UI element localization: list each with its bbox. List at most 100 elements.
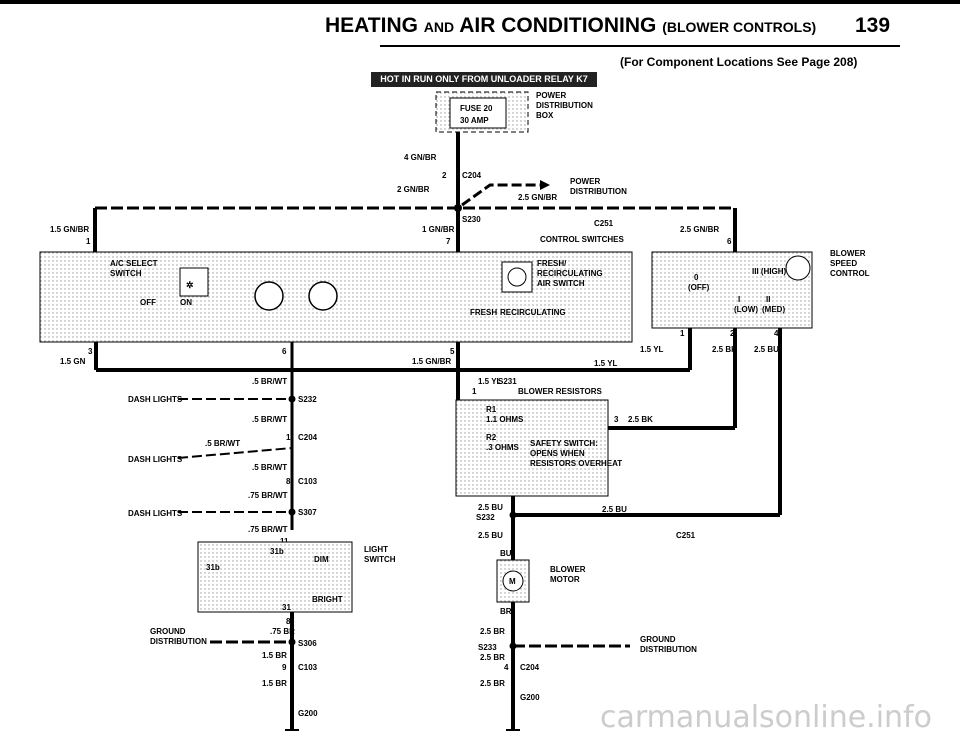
wire-25bk2: 2.5 BK (628, 415, 653, 424)
off-label: OFF (140, 298, 156, 307)
bm1: BLOWER (550, 565, 586, 574)
br15a: 1.5 BR (262, 651, 287, 660)
snowflake-icon: ✲ (186, 280, 194, 290)
g200b: G200 (520, 693, 540, 702)
pin-8b: 8 (286, 617, 291, 626)
br5c: .5 BR/WT (205, 439, 240, 448)
page-number: 139 (855, 14, 891, 37)
gnd3: GROUND (640, 635, 676, 644)
blower-resistors-box (455, 399, 609, 497)
br25b: 2.5 BR (480, 653, 505, 662)
motor-m: M (509, 577, 516, 586)
c204b: C204 (298, 433, 318, 442)
w25bu4: 2.5 BU (478, 531, 503, 540)
c251-top: C251 (594, 219, 614, 228)
wire-2gnbr: 2 GN/BR (397, 185, 430, 194)
wire-25gnbr-right: 2.5 GN/BR (680, 225, 719, 234)
gnd1: GROUND (150, 627, 186, 636)
gnd4: DISTRIBUTION (640, 645, 697, 654)
recirc-indicator (501, 261, 533, 293)
s306: S306 (298, 639, 317, 648)
pin-6b: 6 (282, 347, 287, 356)
recirc-pos: RECIRCULATING (500, 308, 566, 317)
bright: BRIGHT (312, 595, 343, 604)
watermark: carmanualsonline.info (600, 700, 932, 735)
bu: BU (500, 549, 512, 558)
pin-7: 7 (446, 237, 451, 246)
control-switches-label: CONTROL SWITCHES (540, 235, 625, 244)
ac-select-label: A/C SELECT (110, 259, 158, 268)
power-dist-wire (461, 183, 540, 207)
r1v: 1.1 OHMS (486, 415, 524, 424)
pin-1-res: 1 (472, 387, 477, 396)
r2: R2 (486, 433, 497, 442)
dim: DIM (314, 555, 329, 564)
blower-resistors-label: BLOWER RESISTORS (518, 387, 603, 396)
fresh-label-1: FRESH/ (537, 259, 567, 268)
c103: C103 (298, 477, 318, 486)
wire-4gnbr: 4 GN/BR (404, 153, 437, 162)
pos-low: I (738, 295, 740, 304)
pos-0: 0 (694, 273, 699, 282)
wire-15gnbr2: 1.5 GN/BR (412, 357, 451, 366)
pos-low-b: (LOW) (734, 305, 758, 314)
w25bu3: 2.5 BU (602, 505, 627, 514)
r2v: .3 OHMS (486, 443, 520, 452)
s232b: S232 (476, 513, 495, 522)
br25c: 2.5 BR (480, 679, 505, 688)
dash2-wire (177, 447, 293, 459)
ac-switch-label: SWITCH (110, 269, 142, 278)
pos-high: III (HIGH) (752, 267, 787, 276)
fuse-amp: 30 AMP (460, 116, 489, 125)
br75a: .75 BR/WT (248, 491, 288, 500)
fuse-name: FUSE 20 (460, 104, 493, 113)
fuse-20 (449, 97, 507, 129)
recirc-icon (507, 267, 527, 287)
page-title: HEATING AND AIR CONDITIONING (BLOWER CON… (325, 14, 817, 37)
pd2-l2: DISTRIBUTION (570, 187, 627, 196)
w25bu2: 2.5 BU (478, 503, 503, 512)
safety3: RESISTORS OVERHEAT (530, 459, 622, 468)
bsc-1: BLOWER (830, 249, 866, 258)
relay-note: HOT IN RUN ONLY FROM UNLOADER RELAY K7 (371, 72, 597, 87)
pd2-l1: POWER (570, 177, 600, 186)
fan-icon (785, 255, 811, 281)
c204c: C204 (520, 663, 540, 672)
s230: S230 (462, 215, 481, 224)
title-underline (380, 45, 900, 47)
pin-3b: 3 (614, 415, 619, 424)
pin-2b: 2 (730, 329, 735, 338)
br15b: 1.5 BR (262, 679, 287, 688)
splice-s307 (288, 508, 296, 516)
splice-s230 (454, 204, 462, 212)
pin-3: 3 (88, 347, 93, 356)
s232: S232 (298, 395, 317, 404)
safety2: OPENS WHEN (530, 449, 585, 458)
wire-15yl2: 1.5 YL (640, 345, 664, 354)
pin-6: 6 (727, 237, 732, 246)
pdb-label-3: BOX (536, 111, 554, 120)
wire-15gnbr: 1.5 GN/BR (50, 225, 89, 234)
on-label: ON (180, 298, 192, 307)
lamp-1-icon (254, 281, 284, 311)
pos-med: II (766, 295, 770, 304)
br75b: .75 BR/WT (248, 525, 288, 534)
wire-15gn: 1.5 GN (60, 357, 86, 366)
header-rule (0, 0, 960, 4)
bsc-2: SPEED (830, 259, 857, 268)
s233: S233 (478, 643, 497, 652)
dash3: DASH LIGHTS (128, 509, 183, 518)
component-location-note: (For Component Locations See Page 208) (620, 55, 858, 69)
pin-9: 9 (282, 663, 287, 672)
pin-4b: 4 (504, 663, 509, 672)
fresh-label-3: AIR SWITCH (537, 279, 585, 288)
r1: R1 (486, 405, 497, 414)
pin-8: 8 (286, 477, 291, 486)
dash2: DASH LIGHTS (128, 455, 183, 464)
br: BR (500, 607, 512, 616)
motor-icon (502, 570, 524, 592)
s307: S307 (298, 508, 317, 517)
light2: SWITCH (364, 555, 396, 564)
pin-1b: 1 (680, 329, 685, 338)
splice-s232 (288, 395, 296, 403)
